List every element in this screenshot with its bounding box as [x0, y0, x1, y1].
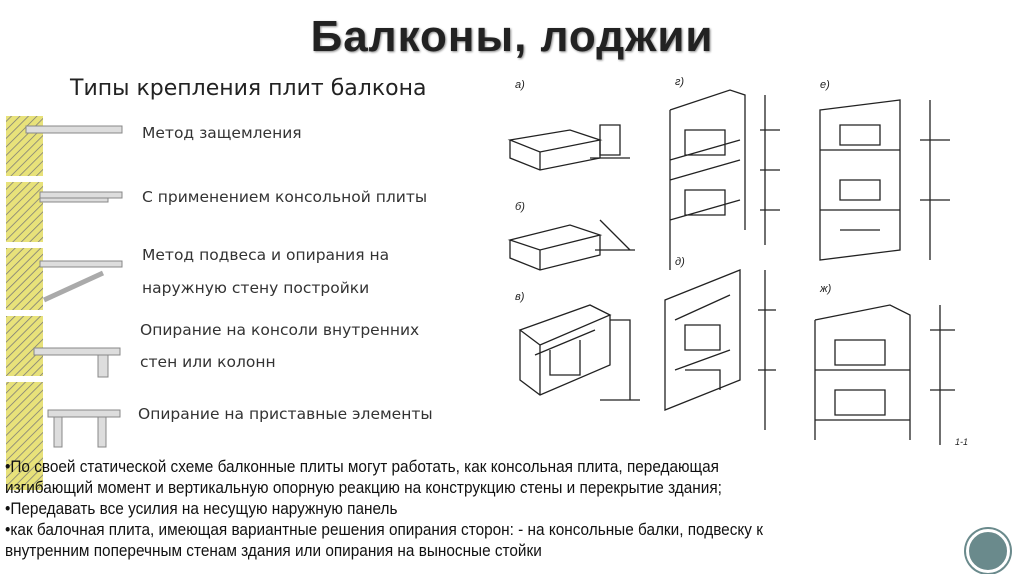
drawing-zh: [814, 304, 955, 445]
drawing-e: [819, 99, 950, 261]
method-5: Опирание на приставные элементы: [138, 405, 433, 423]
method-4-line1: Опирание на консоли внутренних: [140, 321, 420, 339]
method-3-line2: наружную стену постройки: [142, 279, 370, 297]
body-line: •как балочная плита, имеющая вариантные …: [5, 521, 763, 539]
wall-4: [6, 316, 121, 378]
body-text: •По своей статической схеме балконные пл…: [5, 457, 935, 562]
drawing-g: [669, 89, 780, 270]
drawing-label-d: д): [675, 256, 685, 268]
drawing-v: [518, 304, 640, 401]
balcony-drawings: а) г) е) б) д) в) ж) 1-1: [507, 76, 968, 447]
wall-3: [6, 248, 123, 310]
drawing-label-zh: ж): [819, 283, 832, 295]
drawing-label-a: а): [515, 79, 525, 91]
drawing-label-g: г): [675, 76, 684, 88]
method-2: С применением консольной плиты: [142, 188, 428, 206]
wall-2: [6, 182, 123, 242]
method-3-line1: Метод подвеса и опирания на: [142, 246, 390, 264]
attachment-diagrams: [6, 116, 123, 490]
body-line: •По своей статической схеме балконные пл…: [5, 458, 719, 476]
drawing-a: [507, 124, 630, 171]
method-1: Метод защемления: [142, 124, 302, 142]
slide-nav-circle[interactable]: [966, 529, 1010, 573]
body-line: изгибающий момент и вертикальную опорную…: [5, 479, 722, 497]
wall-5: [6, 382, 121, 490]
wall-1: [6, 116, 123, 176]
drawing-label-section: 1-1: [955, 437, 968, 447]
drawing-label-e: е): [820, 79, 830, 91]
method-4-line2: стен или колонн: [140, 353, 276, 371]
drawing-b: [507, 219, 635, 271]
drawing-d: [664, 269, 776, 430]
drawing-label-v: в): [515, 291, 525, 303]
slide-title: Балконы, лоджии: [310, 12, 714, 61]
body-line: •Передавать все усилия на несущую наружн…: [5, 500, 398, 518]
subtitle: Типы крепления плит балкона: [70, 76, 427, 101]
body-line: внутренним поперечным стенам здания или …: [5, 542, 542, 560]
drawing-label-b: б): [515, 201, 525, 213]
